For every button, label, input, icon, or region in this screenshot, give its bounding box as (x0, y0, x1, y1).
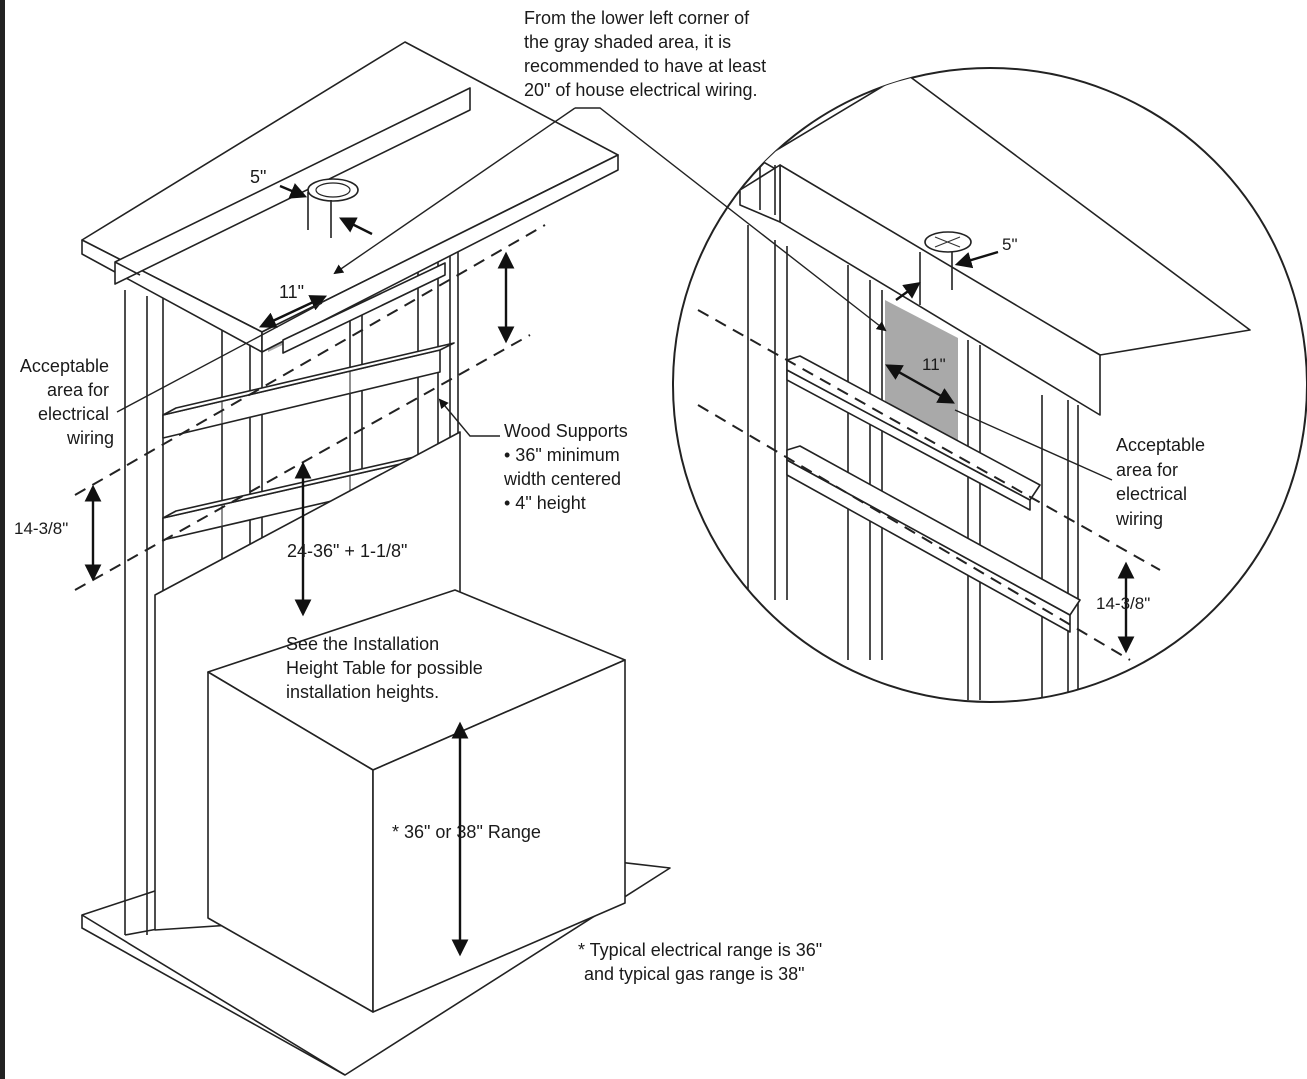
leader-top-note-left (333, 107, 576, 275)
range-label: * 36" or 38" Range (392, 822, 541, 842)
main-illustration (74, 41, 671, 1076)
footnote: * Typical electrical range is 36" and ty… (578, 940, 827, 984)
dim-label-14-left: 14-3/8" (14, 519, 68, 538)
dim-label-11-right: 11" (922, 355, 946, 374)
dashed-guide-1 (74, 224, 546, 496)
dim-label-height: 24-36" + 1-1/8" (287, 541, 407, 561)
wood-supports-label: Wood Supports • 36" minimum width center… (503, 421, 633, 513)
acceptable-area-label-right: Acceptable area for electrical wiring (1115, 435, 1210, 529)
dim-label-5-right: 5" (1002, 235, 1018, 254)
leader-acceptable-left (116, 302, 323, 413)
top-note: From the lower left corner of the gray s… (524, 8, 771, 100)
leader-top-note-right (575, 107, 887, 332)
leader-wood-supports (438, 398, 500, 437)
dim-label-11-left: 11" (279, 282, 304, 302)
acceptable-area-label-left: Acceptable area for electrical wiring (20, 356, 114, 448)
dim-arrow-5-right-a (895, 282, 921, 301)
dim-arrow-5-left-a (279, 183, 308, 199)
range-box (207, 589, 626, 1013)
detail-view (672, 67, 1307, 703)
dim-arrow-11-left (258, 295, 328, 328)
page-border (0, 0, 5, 1079)
dim-label-14-right: 14-3/8" (1096, 594, 1150, 613)
dim-label-5-left: 5" (250, 167, 266, 187)
leader-acceptable-right (954, 409, 1113, 481)
dim-arrow-5-right-b (954, 250, 999, 269)
dim-arrow-5-left-b (338, 217, 373, 236)
dim-arrow-11-right (885, 364, 955, 404)
hood-canopy-left (81, 41, 619, 354)
install-note: See the Installation Height Table for po… (286, 634, 488, 702)
